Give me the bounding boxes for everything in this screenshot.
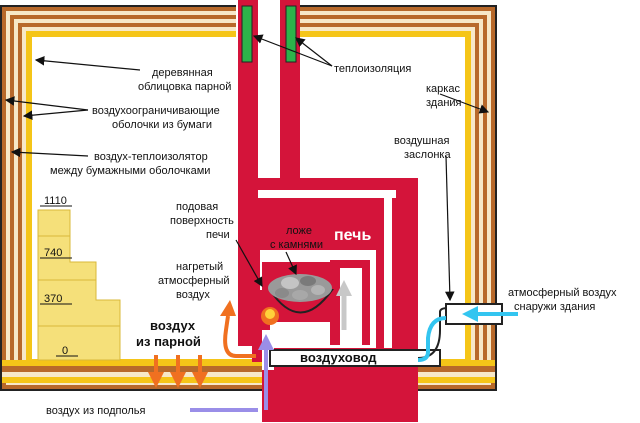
insulation-right <box>285 5 297 63</box>
label-building-frame-1: каркас <box>426 83 460 95</box>
label-steam-room-air-2: из парной <box>136 334 201 349</box>
leader-lines <box>4 34 490 302</box>
label-paper-shells-1: воздухоограничивающие <box>92 105 220 117</box>
label-air-insulator-1: воздух-теплоизолятор <box>94 151 208 163</box>
underfloor-air-arrow <box>190 334 274 412</box>
label-heated-air-2: атмосферный <box>158 275 230 287</box>
floor-layers <box>2 360 495 383</box>
label-underfloor-air: воздух из подполья <box>46 405 145 417</box>
label-stone-bed-1: ложе <box>286 225 312 237</box>
step-label-0: 0 <box>62 345 68 357</box>
label-thermal-insulation: теплоизоляция <box>334 63 411 75</box>
label-heated-air-3: воздух <box>176 289 210 301</box>
fire-icon <box>261 307 279 325</box>
step-label-740: 740 <box>44 247 62 259</box>
label-outside-air-1: атмосферный воздух <box>508 287 617 299</box>
label-air-damper-2: заслонка <box>404 149 451 161</box>
label-wood-lining-1: деревянная <box>152 67 213 79</box>
label-hearth-2: поверхность <box>170 215 234 227</box>
label-air-damper-1: воздушная <box>394 135 449 147</box>
label-air-duct: воздуховод <box>300 350 377 365</box>
label-paper-shells-2: оболочки из бумаги <box>112 119 212 131</box>
step-markers: 1110 740 370 0 <box>40 195 78 357</box>
shelves <box>37 209 121 361</box>
stone-bed <box>268 274 334 314</box>
step-label-1110: 1110 <box>44 195 67 207</box>
label-wood-lining-2: облицовка парной <box>138 81 231 93</box>
label-hearth-3: печи <box>206 229 230 241</box>
heated-air-arrow <box>220 300 256 358</box>
label-outside-air-2: снаружи здания <box>514 301 595 313</box>
steam-room-air-arrows <box>148 355 208 388</box>
outside-air-arrow <box>417 306 518 362</box>
insulation-left <box>241 5 253 63</box>
label-steam-room-air-1: воздух <box>150 318 196 333</box>
label-building-frame-2: здания <box>426 97 462 109</box>
step-label-370: 370 <box>44 293 62 305</box>
label-hearth-1: подовая <box>176 201 218 213</box>
label-air-insulator-2: между бумажными оболочками <box>50 165 210 177</box>
label-stove: печь <box>334 227 371 244</box>
label-stone-bed-2: с камнями <box>270 239 323 251</box>
steam-arrow <box>336 280 352 330</box>
label-heated-air-1: нагретый <box>176 261 223 273</box>
